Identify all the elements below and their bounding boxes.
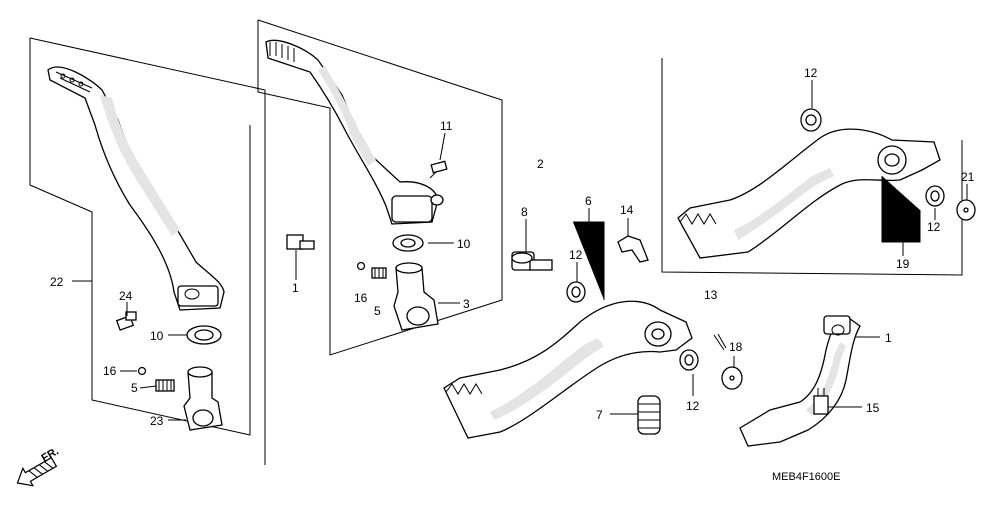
callout-11: 11 (440, 119, 453, 133)
callout-16-left: 16 (103, 364, 117, 378)
seal-12-center-a (566, 281, 586, 303)
pivot-3 (393, 262, 439, 331)
callout-16-center: 16 (354, 291, 368, 305)
callout-1-center: 1 (292, 281, 299, 295)
seal-12-right-top (800, 108, 822, 132)
callout-21: 21 (961, 170, 975, 184)
callout-18: 18 (729, 340, 743, 354)
front-direction-label: FR. (40, 445, 61, 464)
left-kick-starter-frame (29, 37, 266, 465)
callout-7: 7 (596, 408, 603, 422)
bolt-11 (429, 160, 448, 179)
spring-5-left (155, 379, 175, 392)
callout-8: 8 (521, 205, 528, 219)
washer-10-left (186, 325, 222, 345)
callout-14: 14 (620, 203, 634, 217)
callout-23: 23 (150, 414, 164, 428)
brake-pedal-right (677, 128, 941, 259)
callout-12-right-top: 12 (804, 66, 818, 80)
callout-22: 22 (50, 275, 64, 289)
callout-10-left: 10 (150, 329, 164, 343)
seal-12-right-bottom (925, 185, 945, 207)
callout-5-center: 5 (374, 304, 381, 318)
callout-24: 24 (119, 289, 133, 303)
spring-5-center (371, 267, 387, 279)
spring-7 (637, 395, 661, 435)
ball-16-left (137, 366, 147, 376)
callout-19: 19 (896, 257, 910, 271)
callout-12-right-bottom: 12 (927, 220, 941, 234)
bolt-1-center (286, 234, 315, 250)
kick-starter-arm-right (739, 315, 861, 447)
leader-lines (72, 80, 968, 421)
seal-12-center-b (679, 349, 699, 371)
callout-15: 15 (866, 401, 880, 415)
washer-10-center (392, 234, 424, 252)
cotter-pin (713, 333, 727, 351)
center-kick-starter-frame (257, 19, 503, 356)
callout-5-left: 5 (131, 381, 138, 395)
ball-16-center (356, 261, 366, 271)
callout-3: 3 (463, 297, 470, 311)
callout-12-center-a: 12 (569, 248, 583, 262)
bolt-24 (115, 311, 137, 331)
bolt-15 (813, 388, 829, 415)
diagram-code: MEB4F1600E (772, 471, 840, 483)
front-direction-indicator: FR. (16, 445, 61, 487)
kick-starter-arm-center (265, 39, 444, 225)
callout-13: 13 (704, 288, 718, 302)
callout-labels: 22 24 10 16 5 23 1 11 2 10 16 5 3 8 6 12… (50, 66, 975, 428)
callout-10-center: 10 (457, 237, 471, 251)
callout-6: 6 (585, 194, 592, 208)
callout-12-center-b: 12 (686, 399, 700, 413)
pivot-23-left (183, 366, 223, 431)
kick-starter-arm-left (47, 66, 225, 311)
callout-2: 2 (537, 157, 544, 171)
washer-18 (721, 366, 743, 390)
washer-21 (956, 199, 976, 221)
bolt-8 (511, 251, 553, 271)
front-arrow-icon (16, 456, 58, 487)
clip-14 (617, 235, 649, 263)
callout-1-right: 1 (885, 331, 892, 345)
brake-pedal-center (443, 300, 693, 439)
